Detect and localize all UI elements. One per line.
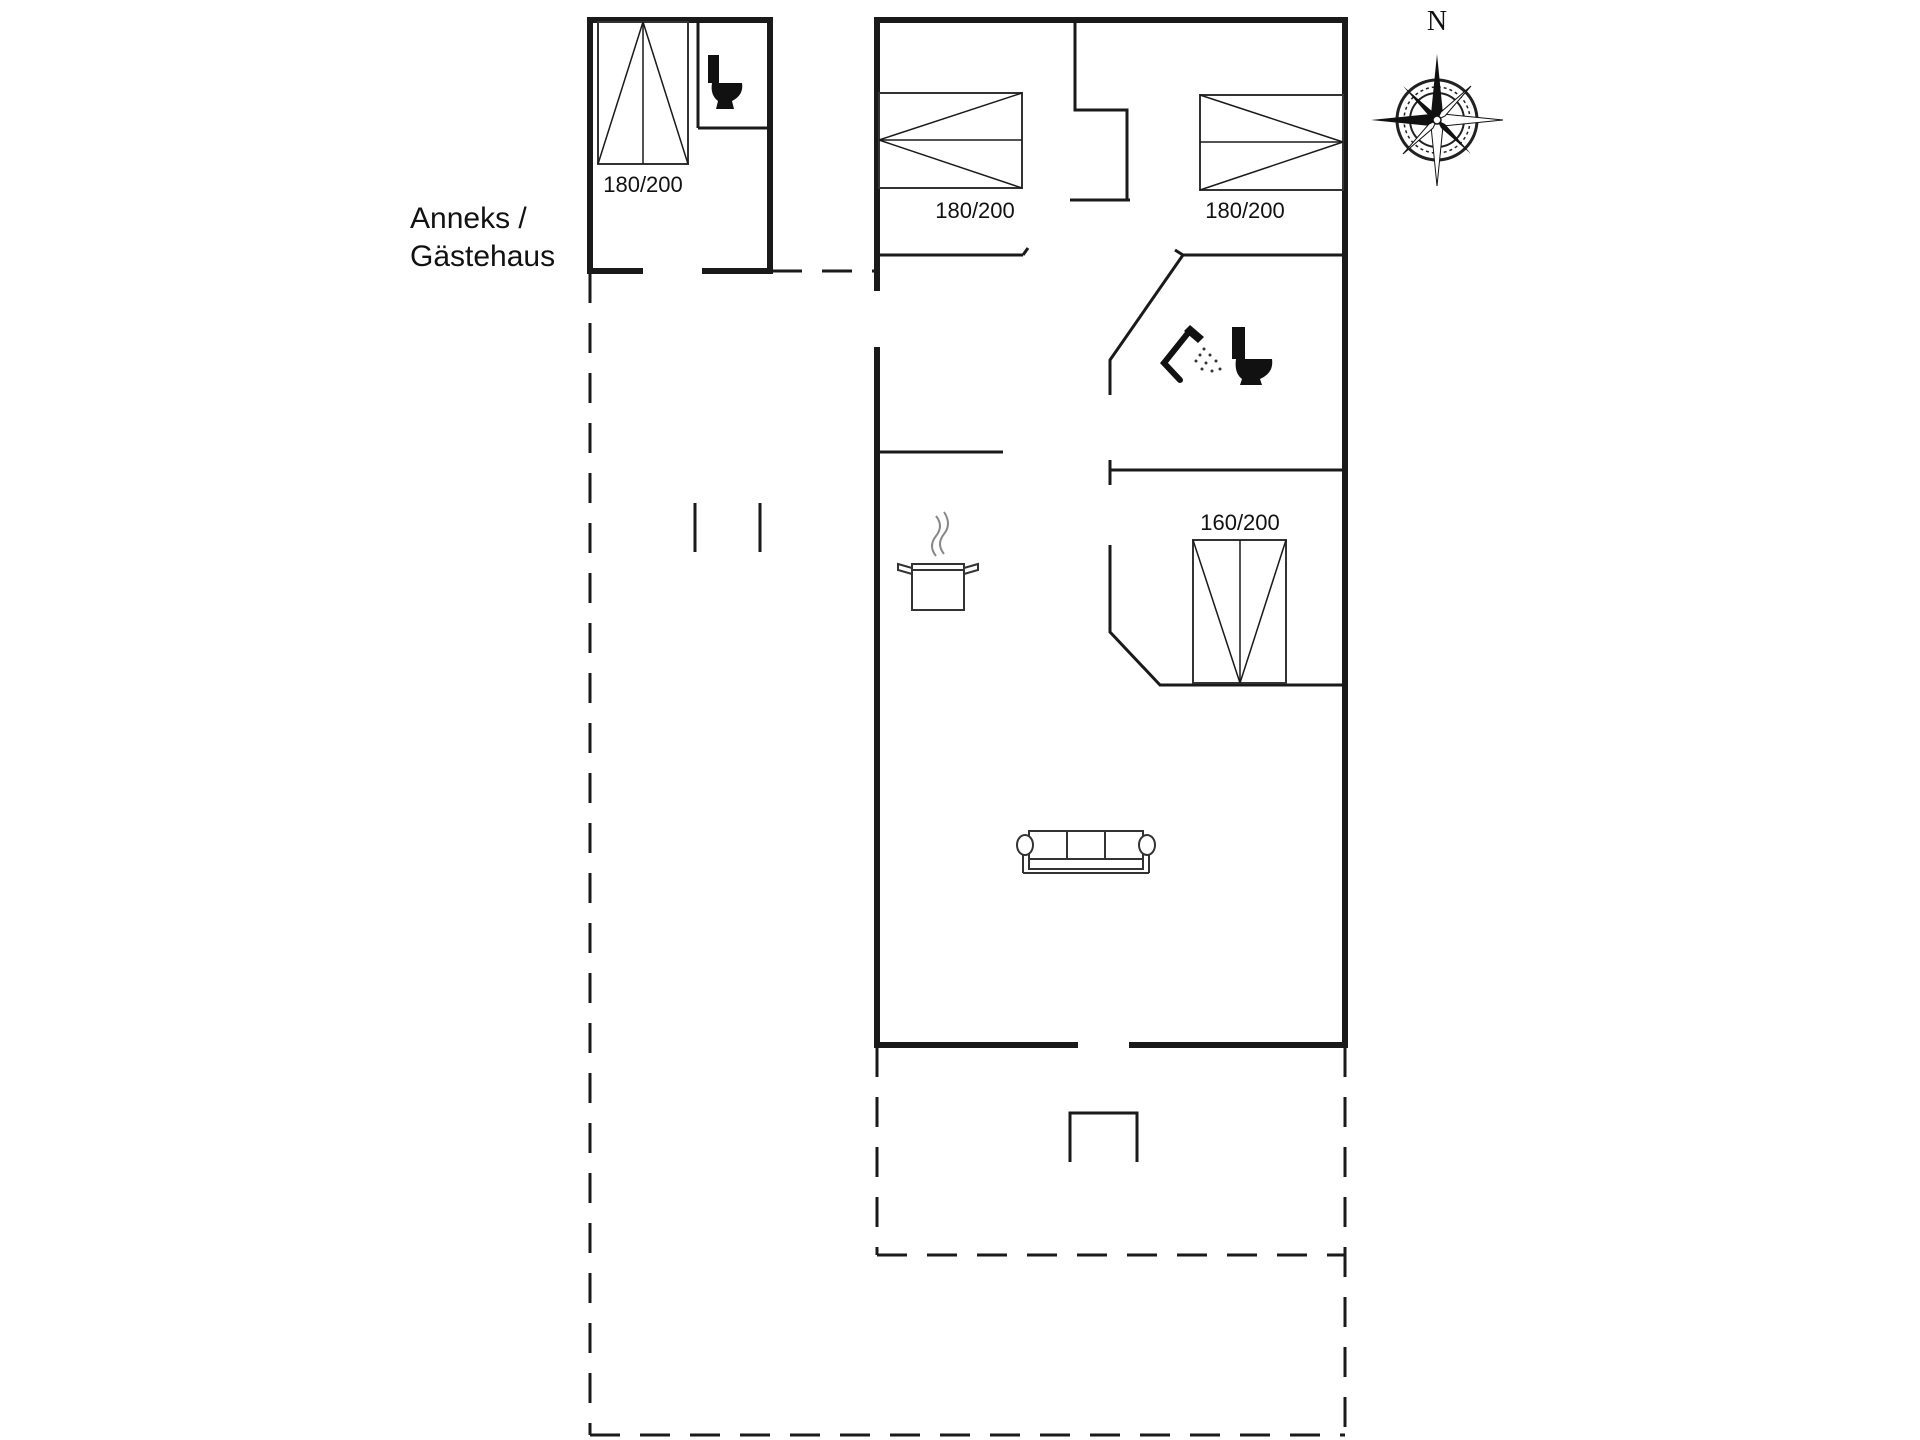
annex-label-line1: Anneks / <box>410 202 527 235</box>
bedroom-3-bed-size: 160/200 <box>1200 510 1280 535</box>
bedroom-1-bed-size: 180/200 <box>935 198 1015 223</box>
terrace-feature <box>1068 1111 1139 1162</box>
sofa-icon <box>1016 830 1156 874</box>
bedroom-2-bed <box>1199 94 1344 191</box>
toilet-icon <box>708 55 743 109</box>
shower-icon <box>1160 325 1222 383</box>
toilet-icon <box>1232 327 1273 385</box>
annex-label-line2: Gästehaus <box>410 240 555 273</box>
main-house-walls <box>874 17 1348 1048</box>
bedroom-3-bed <box>1192 539 1287 684</box>
cooking-pot-icon <box>897 511 979 611</box>
terrace-outline <box>588 269 1347 1437</box>
bedroom-2-bed-size: 180/200 <box>1205 198 1285 223</box>
bedroom-1-bed <box>878 92 1023 189</box>
north-label: N <box>1427 6 1447 37</box>
interior-walls <box>880 22 1343 687</box>
compass-rose-icon <box>1371 54 1504 187</box>
annex-building <box>587 17 773 274</box>
annex-bed-size: 180/200 <box>603 172 683 197</box>
annex-bed <box>597 21 689 165</box>
